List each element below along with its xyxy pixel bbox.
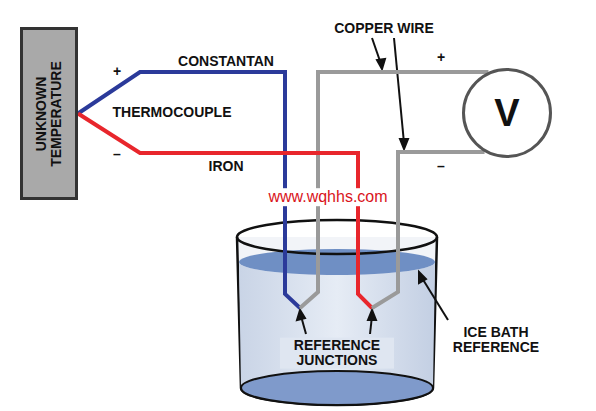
thermocouple-wire [78,72,488,308]
thermocouple-wire [78,114,485,309]
wire-name: CONSTANTAN [176,54,276,69]
polarity-sign: + [111,64,123,79]
box-label: UNKNOWN TEMPERATURE [34,35,65,192]
water [239,262,435,405]
beaker-body [237,237,437,405]
wire-name: IRON [207,159,246,174]
beaker-bottom [241,371,433,405]
meter-symbol: V [494,94,519,132]
polarity-sign: – [111,147,123,162]
polarity-sign: + [435,50,447,65]
polarity-sign: – [435,159,447,174]
callout-label: ICE BATH REFERENCE [439,325,553,356]
part-name: THERMOCOUPLE [111,105,234,120]
voltmeter-circle: V [462,68,552,158]
temperature-box: UNKNOWN TEMPERATURE [20,27,78,200]
wire-name: COPPER WIRE [332,21,436,36]
beaker-rim [237,220,437,254]
callout-label: REFERENCE JUNCTIONS [280,338,394,369]
watermark: www.wqhhs.com [266,188,389,206]
